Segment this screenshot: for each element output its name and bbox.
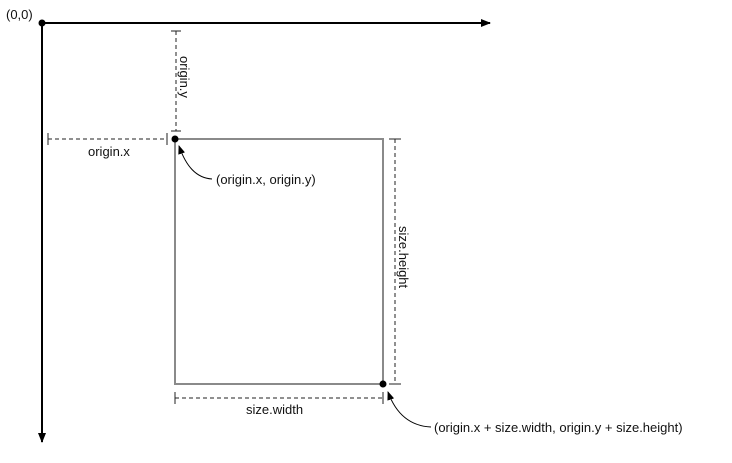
size-height-label: size.height	[396, 226, 411, 289]
origin-x-dimension	[47, 133, 168, 145]
far-corner-dot	[379, 380, 387, 388]
size-height-dimension	[389, 138, 401, 385]
frame-rectangle	[174, 138, 384, 385]
size-width-label: size.width	[246, 402, 303, 417]
origin-point-dot	[171, 135, 179, 143]
origin-point-pointer	[178, 145, 213, 180]
far-corner-pointer	[387, 391, 432, 428]
origin-point-label: (origin.x, origin.y)	[216, 172, 316, 187]
origin-y-label: origin.y	[177, 56, 192, 98]
origin-x-label: origin.x	[88, 144, 130, 159]
far-corner-label: (origin.x + size.width, origin.y + size.…	[434, 420, 683, 435]
size-width-dimension	[174, 392, 384, 404]
origin-y-dimension	[171, 30, 181, 132]
coordinate-origin-dot	[38, 19, 46, 27]
coordinate-origin-label: (0,0)	[6, 7, 33, 22]
